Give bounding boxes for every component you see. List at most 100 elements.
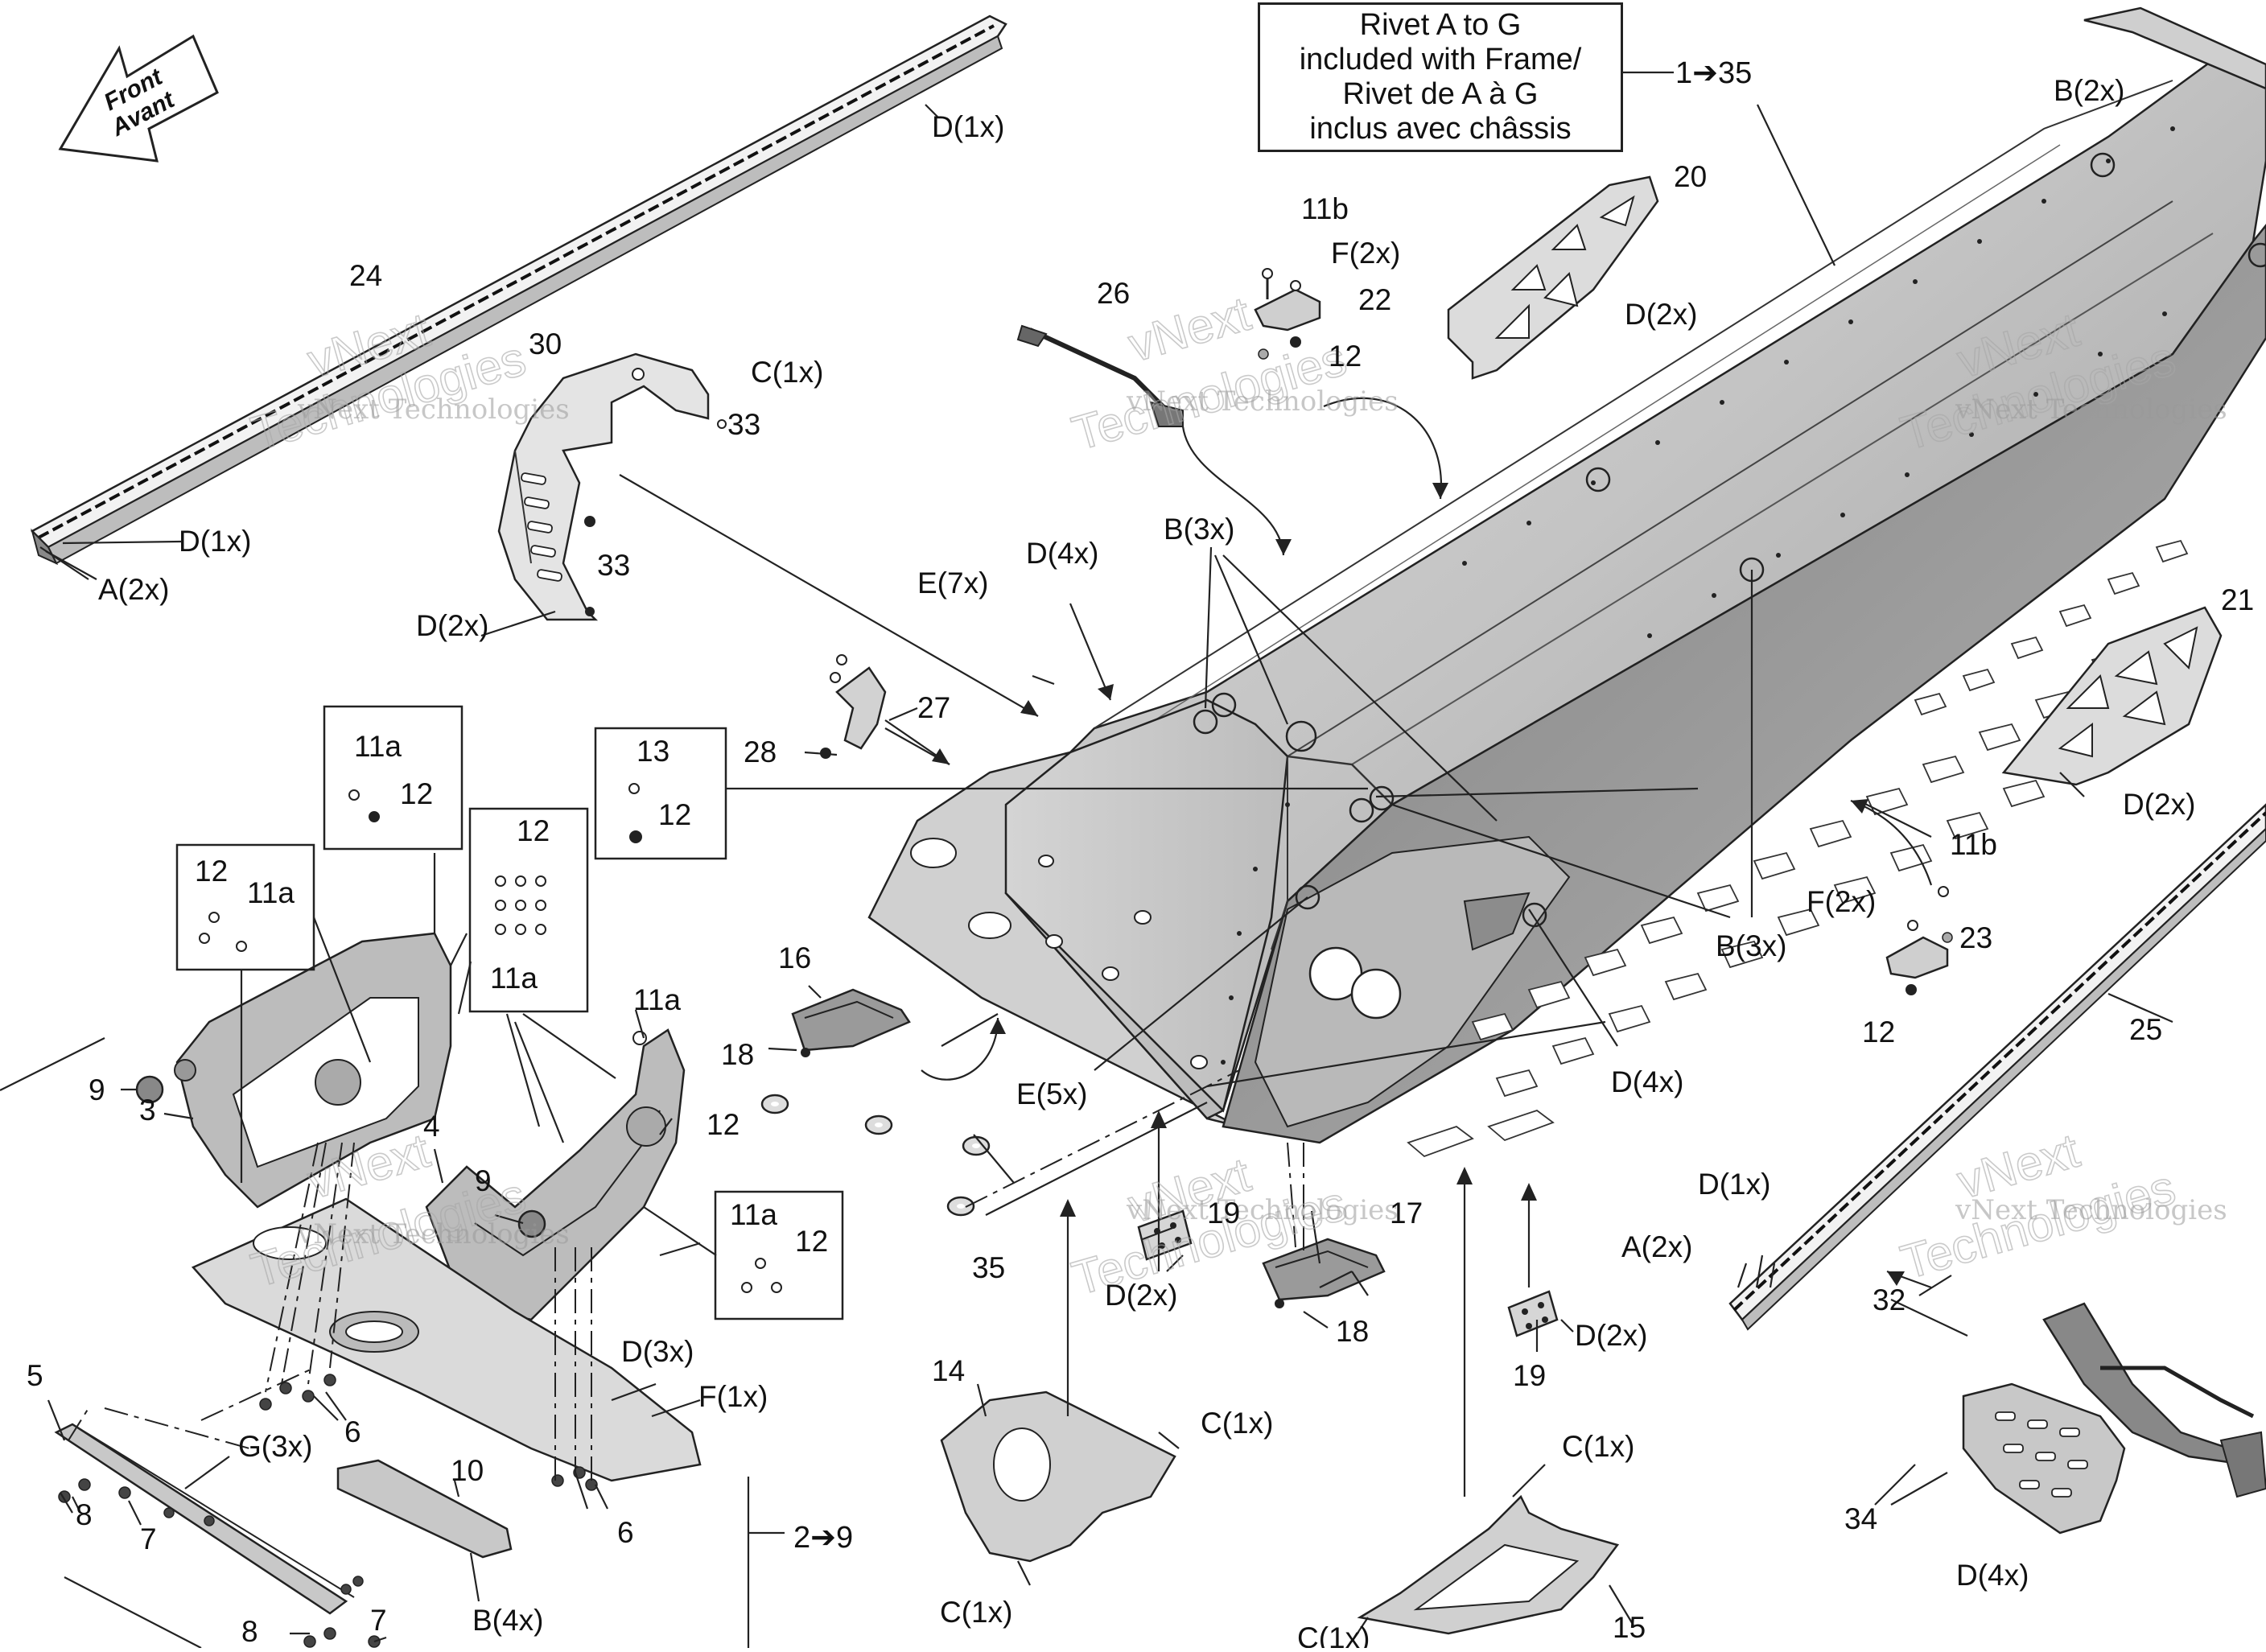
rail-part-24: [30, 14, 1007, 566]
callout: 20: [1674, 160, 1707, 193]
callout: 11b: [1950, 828, 1997, 861]
rail-part-25: [1728, 803, 2266, 1331]
callout: 21: [2221, 583, 2254, 616]
callout: 11a: [354, 730, 402, 763]
callout: D(1x): [1698, 1168, 1770, 1201]
callout: D(2x): [1625, 298, 1697, 331]
callout: 7: [370, 1604, 387, 1637]
callout: D(2x): [1575, 1319, 1647, 1352]
callout: 18: [1336, 1315, 1369, 1348]
assembly-arrows: [884, 397, 1968, 1497]
callout: 11a: [247, 876, 295, 909]
watermark-small-3: vNext Technologies: [1955, 393, 2227, 426]
callout: D(3x): [621, 1335, 694, 1368]
bracket-part-22: [1254, 268, 1321, 360]
callout: D(1x): [179, 525, 251, 558]
bracket-part-34: [1962, 1382, 2126, 1535]
callout: 17: [1390, 1197, 1423, 1230]
callout: 11a: [490, 962, 538, 995]
callout: B(4x): [472, 1604, 543, 1637]
callout: 12: [1329, 340, 1362, 373]
callout: A(2x): [98, 573, 169, 606]
callout: F(2x): [1807, 885, 1876, 918]
callout: 14: [932, 1354, 965, 1387]
callout: D(1x): [932, 110, 1004, 143]
callout: 11a: [730, 1198, 777, 1231]
callout: 10: [451, 1454, 484, 1487]
callout: 8: [241, 1615, 258, 1648]
callout: 13: [637, 735, 670, 768]
bar-part-5: [54, 1423, 355, 1615]
bracket-part-27: [820, 654, 887, 759]
plate-part-3: [174, 932, 452, 1209]
bottom-ref: 2➔9: [793, 1521, 854, 1555]
note-line-3: Rivet de A à G: [1342, 77, 1539, 111]
callout: 26: [1097, 277, 1130, 310]
fastener-boxes: [175, 705, 844, 1320]
callout: 12: [195, 855, 228, 888]
bracket-part-16: [791, 988, 911, 1057]
plate-part-4: [425, 1028, 686, 1321]
callout: 9: [89, 1073, 105, 1106]
callout: 19: [1207, 1197, 1240, 1230]
bushing-part-9b: [517, 1209, 546, 1238]
bracket-part-17: [1262, 1238, 1386, 1308]
callout-labels: D(1x) 24 30 C(1x) 33 33 D(1x) A(2x) D(2x…: [27, 74, 2254, 1652]
center-lines: [68, 1069, 1304, 1481]
arm-part-32: [2042, 1302, 2266, 1498]
callout: C(1x): [940, 1596, 1012, 1629]
callout: 3: [139, 1094, 156, 1127]
callout: 6: [617, 1516, 634, 1549]
callout: 5: [27, 1359, 43, 1392]
note-ref: 1➔35: [1675, 56, 1753, 90]
callout: F(1x): [698, 1380, 768, 1413]
callout: D(2x): [1105, 1279, 1177, 1312]
callout: 18: [721, 1038, 754, 1071]
bracket-part-30: [497, 352, 727, 621]
callout: 4: [423, 1110, 440, 1143]
callout: C(1x): [1201, 1407, 1273, 1440]
callout: 25: [2129, 1013, 2162, 1046]
callout: C(1x): [1562, 1430, 1634, 1463]
callout: 12: [707, 1108, 740, 1141]
callout: 33: [727, 408, 760, 441]
callout: 12: [658, 798, 691, 831]
callout: E(5x): [1016, 1077, 1087, 1110]
fastener-icons: [199, 783, 782, 1293]
callout: 22: [1358, 283, 1391, 316]
gusset-part-21: [2001, 606, 2223, 786]
callout: D(4x): [1956, 1559, 2029, 1592]
callout: 27: [917, 691, 950, 724]
callout: E(7x): [917, 566, 988, 599]
callout: B(3x): [1164, 513, 1234, 546]
callout: C(1x): [751, 356, 823, 389]
callout: G(3x): [238, 1430, 313, 1463]
callout: D(4x): [1611, 1065, 1683, 1098]
callout: 34: [1844, 1502, 1877, 1535]
callout: D(2x): [416, 609, 488, 642]
note-line-1: Rivet A to G: [1359, 8, 1522, 42]
callout: 12: [400, 777, 433, 810]
cover-part-15: [1357, 1494, 1620, 1635]
callout: 28: [744, 735, 777, 768]
callout: 19: [1513, 1359, 1546, 1392]
callout: 35: [972, 1251, 1005, 1284]
callout: B(3x): [1716, 929, 1786, 962]
watermark-small-2: vNext Technologies: [1126, 385, 1399, 418]
rivet-note-box: Rivet A to G included with Frame/ Rivet …: [1258, 2, 1623, 152]
callout: 24: [349, 259, 382, 292]
callout: D(4x): [1026, 537, 1098, 570]
plate-part-19b: [1507, 1290, 1559, 1337]
front-arrow-icon: Front Avant: [58, 34, 219, 163]
cable-part-26: [1016, 324, 1184, 427]
cover-part-14: [940, 1390, 1176, 1563]
callout: 16: [778, 941, 811, 974]
watermark-small-5: vNext Technologies: [1126, 1194, 1399, 1226]
callout: D(2x): [2123, 788, 2195, 821]
callout: F(2x): [1331, 237, 1400, 270]
callout: 32: [1873, 1283, 1906, 1316]
washers-part-35: [760, 1094, 991, 1217]
callout: 12: [517, 814, 550, 847]
callout: 8: [76, 1498, 93, 1531]
